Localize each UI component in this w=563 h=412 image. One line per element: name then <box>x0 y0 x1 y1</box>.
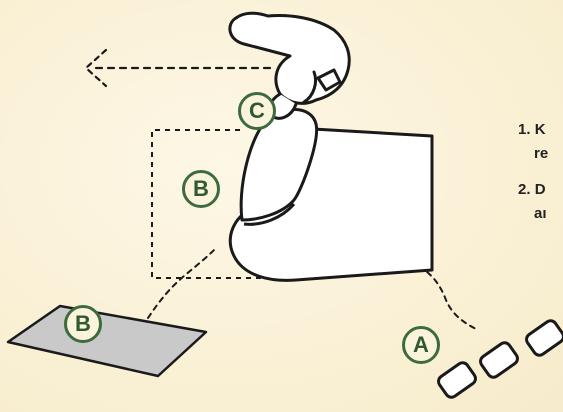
step-number: 2. <box>518 181 531 198</box>
label-b-upper: B <box>182 170 220 208</box>
label-c: C <box>238 92 276 130</box>
instruction-step-2: 2. D aı <box>518 178 563 226</box>
step-text-continued: re <box>518 142 563 166</box>
step-number: 1. <box>518 121 531 138</box>
label-b-lower: B <box>64 305 102 343</box>
keycap-icon <box>436 318 563 399</box>
arrow-left-icon <box>86 50 270 86</box>
gray-pad-icon <box>8 306 206 376</box>
step-text-continued: aı <box>518 202 563 226</box>
step-text: D <box>535 181 546 198</box>
step-text: K <box>535 121 546 138</box>
instruction-step-1: 1. K re <box>518 118 563 166</box>
label-a: A <box>402 326 440 364</box>
instruction-list: 1. K re 2. D aı <box>518 118 563 238</box>
curled-paper-icon <box>230 109 432 280</box>
